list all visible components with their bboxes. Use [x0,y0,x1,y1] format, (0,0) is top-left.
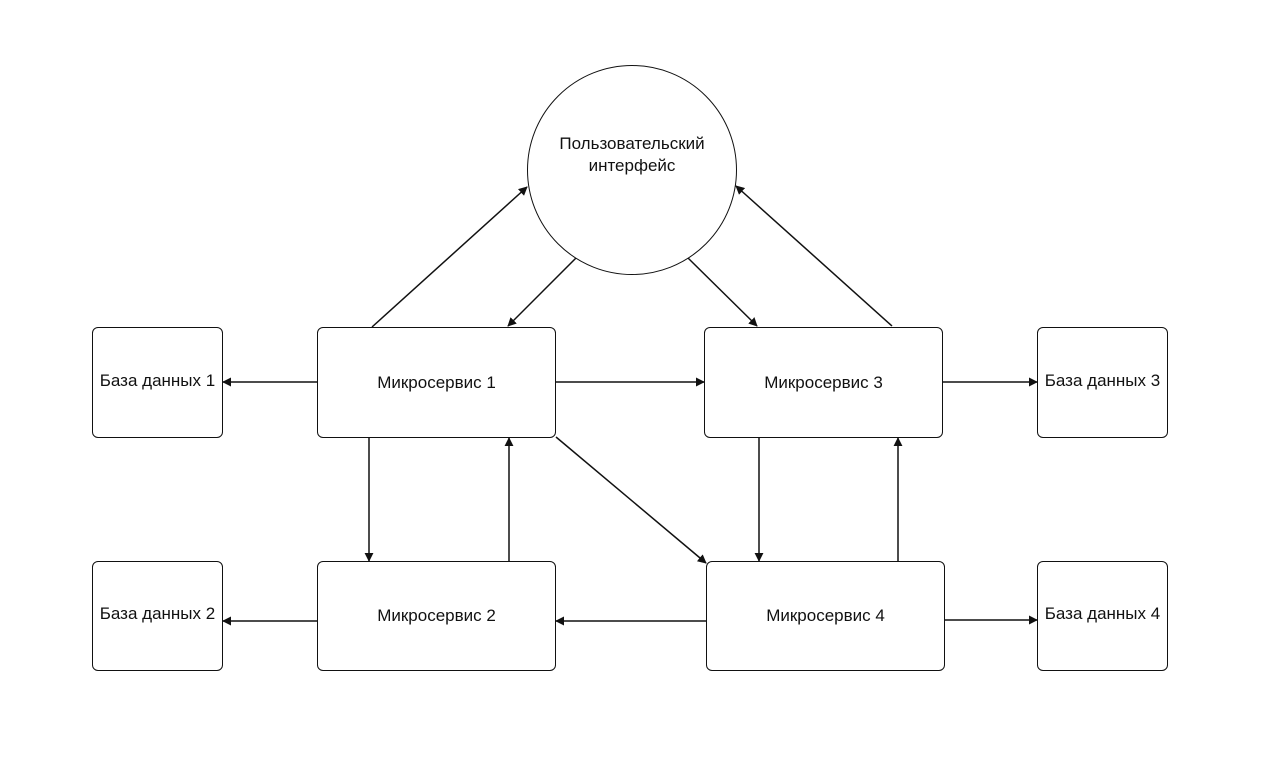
node-database-2-label: База данных 2 [99,604,216,623]
node-database-4-label: База данных 4 [1044,604,1161,623]
node-microservice-1-label: Микросервис 1 [377,372,496,392]
node-microservice-1: Микросервис 1 [317,327,556,438]
edge-ms1-to-ui [371,186,528,328]
node-database-4: База данных 4 [1037,561,1168,671]
node-microservice-3-label: Микросервис 3 [764,372,883,392]
node-microservice-2-label: Микросервис 2 [377,606,496,625]
edge-ms1-to-ms4 [555,436,707,564]
node-user-interface: Пользовательский интерфейс [527,65,737,275]
node-microservice-4: Микросервис 4 [706,561,945,671]
node-database-1-label: База данных 1 [99,370,216,390]
node-database-2: База данных 2 [92,561,223,671]
edge-ms3-to-ui [735,185,893,327]
node-microservice-4-label: Микросервис 4 [766,606,885,625]
node-user-interface-label: Пользовательский интерфейс [559,134,705,175]
edge-ui-to-ms1 [507,257,577,327]
node-database-3: База данных 3 [1037,327,1168,438]
node-microservice-3: Микросервис 3 [704,327,943,438]
node-database-3-label: База данных 3 [1044,370,1161,390]
node-database-1: База данных 1 [92,327,223,438]
edge-ui-to-ms3 [687,257,758,327]
node-microservice-2: Микросервис 2 [317,561,556,671]
